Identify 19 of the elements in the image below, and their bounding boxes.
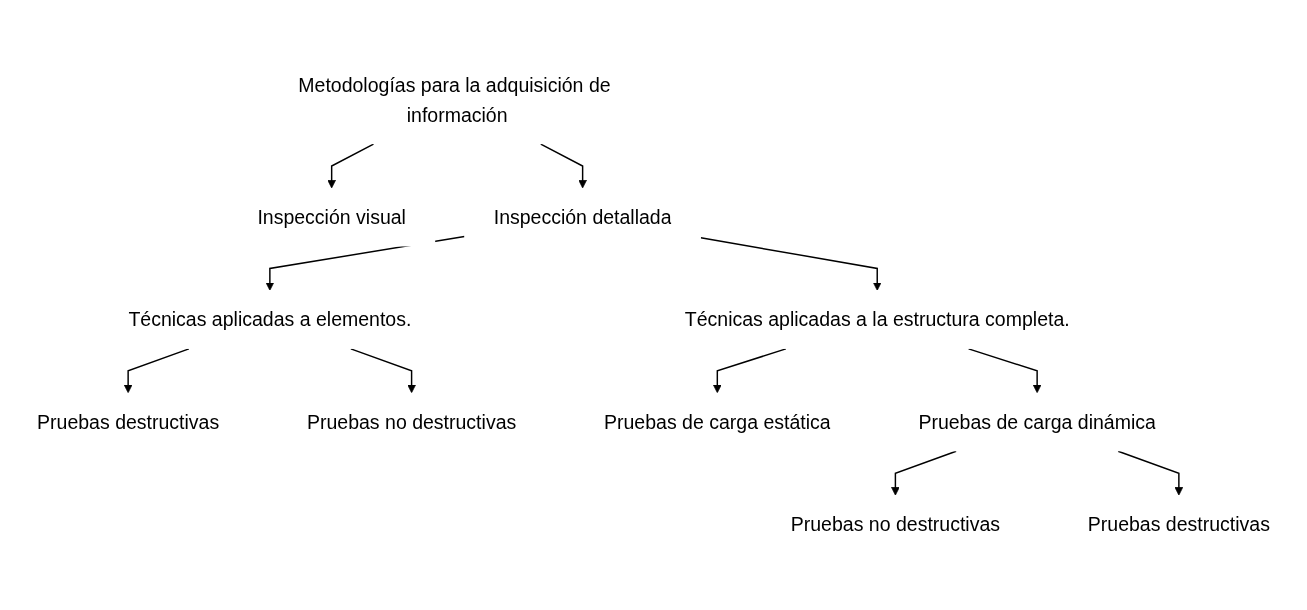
node-text: Pruebas de carga estática bbox=[604, 411, 831, 433]
node-text: Técnicas aplicadas a elementos. bbox=[128, 308, 412, 331]
arrow bbox=[327, 143, 375, 189]
node-text: Técnicas aplicadas a la estructura completa. bbox=[684, 308, 1070, 331]
node-text: Pruebas no destructivas bbox=[306, 411, 517, 433]
arrow bbox=[123, 348, 190, 394]
node-text: Inspección detallada bbox=[493, 206, 672, 228]
node-text: Metodologías para la adquisición de información bbox=[298, 74, 611, 126]
node-text: Pruebas no destructivas bbox=[790, 513, 1001, 536]
node-text: Pruebas destructivas bbox=[1087, 513, 1270, 536]
node-text: Pruebas de carga dinámica bbox=[918, 411, 1156, 433]
node-text: Pruebas destructivas bbox=[37, 411, 220, 433]
arrow bbox=[967, 348, 1042, 394]
arrow bbox=[1117, 450, 1184, 496]
arrow bbox=[700, 237, 882, 291]
arrow bbox=[540, 143, 587, 189]
arrow bbox=[350, 348, 416, 394]
arrow bbox=[713, 348, 787, 394]
arrow bbox=[891, 450, 957, 496]
